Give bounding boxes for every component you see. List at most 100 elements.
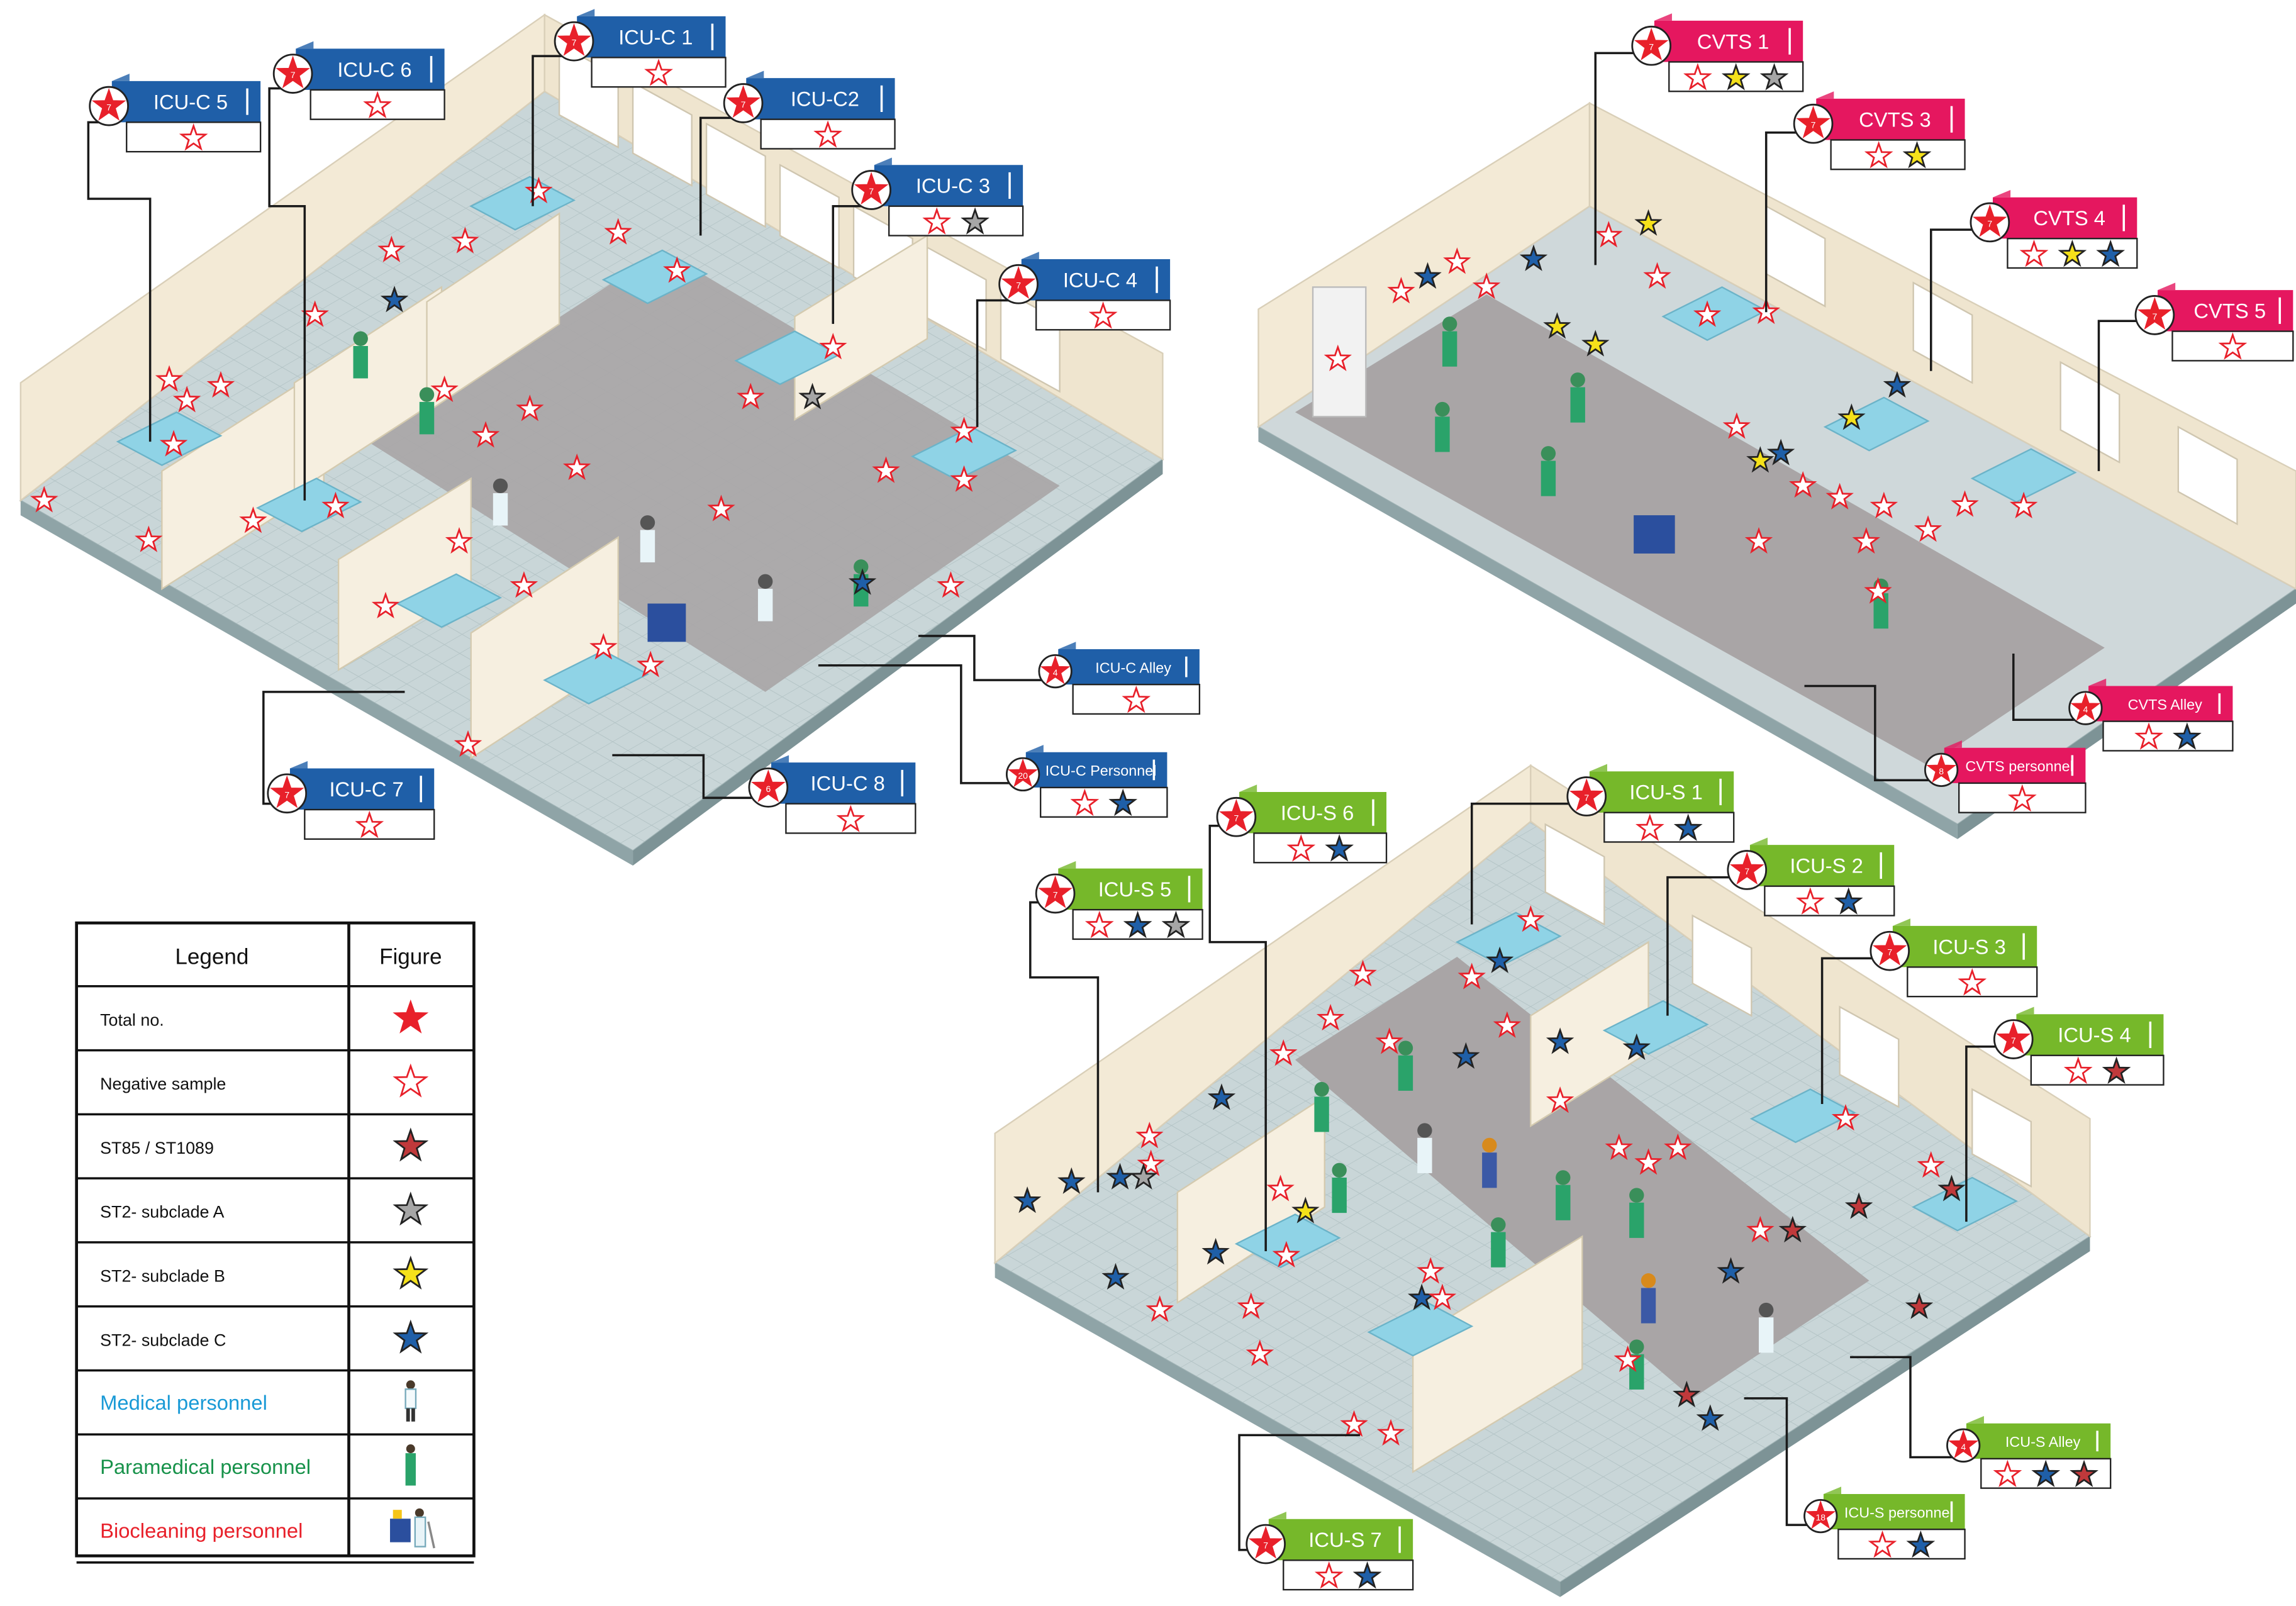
icu-s-6-header-tab [1239, 791, 1387, 834]
icu-s-1-sample-box [1603, 811, 1735, 843]
icu-s-alley-total-count: 4 [1961, 1442, 1966, 1452]
icu-c-6-label: ICU-C 67 [272, 41, 445, 120]
icu-s-alley-name: ICU-S Alley [2005, 1434, 2081, 1450]
cvts-3-header-tab [1816, 98, 1965, 140]
icu-c-personnel-header-tab [1025, 752, 1168, 788]
icu-s-4-name: ICU-S 4 [2058, 1023, 2131, 1047]
icu-c-2-name: ICU-C2 [791, 87, 859, 111]
icu-s-1-total-count: 7 [1584, 793, 1589, 803]
icu-c-alley-floor [367, 250, 1060, 692]
cvts-4-total-count: 7 [1987, 218, 1992, 228]
legend-header-figure: Figure [379, 945, 442, 969]
icu-s-alley-floor [1295, 957, 1870, 1398]
cvts-4-header-tab [1993, 197, 2137, 239]
icu-s-2-total-count: 7 [1744, 866, 1749, 876]
icu-c-1-total-count: 7 [572, 38, 577, 48]
icu-s-7-header-tab [1268, 1519, 1413, 1561]
icu-s-windows [1544, 823, 2032, 1188]
icu-c-3-header-tab [874, 165, 1023, 206]
icu-c-1-label: ICU-C 1 7 [554, 9, 727, 88]
icu-c-4-name: ICU-C 4 [1063, 268, 1137, 291]
icu-c-5-name: ICU-C 5 [153, 90, 228, 113]
cvts-alley-header-tab [2088, 686, 2233, 722]
icu-s-personnel-leader [1744, 1397, 1822, 1526]
icu-s-7-label: ICU-S 7 7 [1246, 1512, 1414, 1591]
icu-s-floor-edge-left [995, 1263, 1561, 1597]
icu-s-personnel-header-tab [1823, 1494, 1965, 1530]
legend-row-label: Biocleaning personnel [100, 1519, 303, 1542]
icu-s-7-total-count: 7 [1263, 1541, 1268, 1551]
icu-s-personnel-label: ICU-S personnel 18 [1803, 1486, 1966, 1560]
icu-s-4-total-count: 7 [2011, 1035, 2016, 1046]
icu-c-6-leader [268, 87, 306, 501]
legend-row-label: Total no. [100, 1010, 164, 1029]
icu-s-7-sample-box [1283, 1559, 1414, 1591]
icu-c-5-total-count: 7 [106, 103, 111, 113]
icu-c-4-label: ICU-C 47 [998, 252, 1171, 331]
icu-s-1-header-tab [1589, 771, 1734, 813]
icu-s-5-name: ICU-S 5 [1098, 878, 1171, 901]
icu-s-2-sample-box [1764, 885, 1895, 917]
icu-s-beds [1234, 912, 2018, 1357]
icu-c-1-name: ICU-C 1 [618, 25, 693, 48]
icu-s-2-label: ICU-S 2 7 [1727, 837, 1895, 917]
icu-c-8-total-count: 6 [766, 784, 771, 794]
icu-c-personnel-name: ICU-C Personnel [1045, 762, 1157, 779]
icu-c-6-header-tab [296, 48, 445, 90]
icu-s-6-label: ICU-S 67 [1216, 784, 1388, 864]
biocleaning-cart-icon [390, 1508, 435, 1549]
icu-s-6-total-count: 7 [1234, 813, 1239, 823]
icu-s-1-name: ICU-S 1 [1629, 781, 1702, 804]
icu-c-7-label: ICU-C 7 7 [267, 761, 435, 840]
icu-s-3-leader [1820, 957, 1893, 1104]
icu-c-2-label: ICU-C2 7 [723, 70, 896, 150]
cvts-5-total-count: 7 [2152, 311, 2157, 321]
icu-s-5-header-tab [1058, 868, 1203, 910]
icu-c-personnel-total-count: 20 [1018, 771, 1028, 781]
icu-s-4-sample-box [2030, 1054, 2165, 1086]
icu-c-7-total-count: 7 [284, 789, 289, 800]
icu-c-personnel-sample-box [1040, 786, 1168, 818]
icu-s-people [1314, 1040, 1774, 1390]
medical-person-icon [404, 1380, 417, 1422]
icu-c-8-header-tab [771, 762, 916, 804]
icu-c-5-header-tab [111, 81, 261, 123]
icu-c-3-label: ICU-C 37 [851, 157, 1024, 237]
legend-row-label: ST2- subclade B [100, 1267, 225, 1286]
icu-s-3-total-count: 7 [1887, 947, 1892, 957]
cvts-personnel-header-tab [1944, 747, 2086, 783]
cvts-windows [1765, 204, 2238, 526]
legend-row-label: ST2- subclade A [100, 1203, 224, 1222]
icu-s-personnel-name: ICU-S personnel [1844, 1504, 1953, 1520]
icu-c-beds [116, 176, 1017, 705]
cvts-1-label: CVTS 17 [1631, 13, 1804, 92]
icu-s-alley-label: ICU-S Alley 4 [1946, 1416, 2112, 1489]
cvts-4-leader [1929, 228, 1992, 371]
cvts-personnel-leader [1804, 684, 1943, 781]
icu-s-alley-header-tab [1966, 1423, 2111, 1459]
icu-s-floor-edge-right [1560, 1236, 2090, 1597]
icu-s-personnel-sample-box [1837, 1528, 1966, 1560]
icu-s-personnel-total-count: 18 [1815, 1512, 1825, 1522]
cvts-alley-sample-box [2102, 720, 2234, 752]
icu-c-alley-total-count: 4 [1053, 667, 1058, 678]
icu-s-3-header-tab [1892, 925, 2037, 968]
icu-c-5-leader [87, 121, 152, 442]
cvts-3-sample-box [1830, 139, 1966, 170]
icu-s-1-leader [1470, 802, 1590, 925]
icu-c-floor [19, 13, 1164, 866]
icu-c-5-label: ICU-C 5 7 [89, 74, 262, 153]
cvts-alley-name: CVTS Alley [2128, 696, 2203, 713]
cvts-floor-edge-left [1258, 427, 1958, 839]
icu-c-2-total-count: 7 [741, 99, 746, 109]
icu-s-7-name: ICU-S 7 [1308, 1528, 1381, 1551]
icu-c-1-header-tab [577, 16, 726, 58]
icu-s-2-name: ICU-S 2 [1790, 854, 1863, 878]
icu-s-3-name: ICU-S 3 [1932, 935, 2005, 958]
icu-c-7-name: ICU-C 7 [329, 778, 403, 801]
icu-s-alley-leader [1850, 1356, 1966, 1459]
